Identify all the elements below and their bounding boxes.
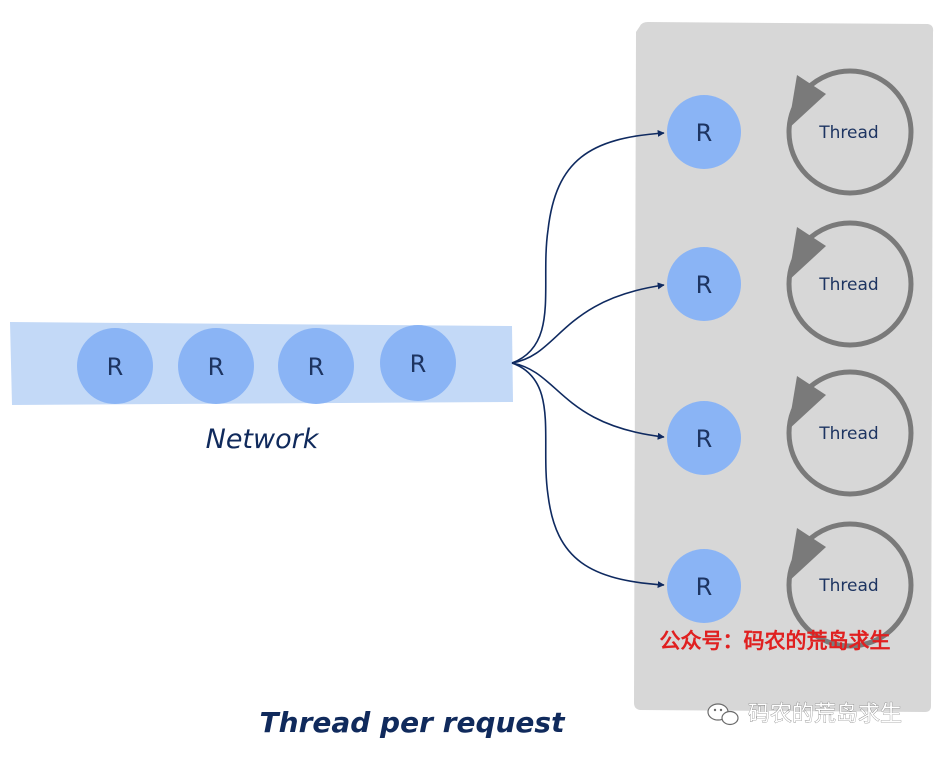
network-request-label: R xyxy=(107,353,124,381)
dispatch-arrow xyxy=(511,362,665,589)
handler-row: R Thread xyxy=(667,369,914,497)
thread-cycle-icon xyxy=(786,369,914,497)
dispatch-arrow xyxy=(511,129,665,364)
handler-row: R Thread xyxy=(667,68,914,196)
thread-cycle-icon xyxy=(786,521,914,649)
wechat-account-overlay: 公众号：码农的荒岛求生 xyxy=(660,629,891,653)
handler-request-node xyxy=(667,95,741,169)
network-request-node: R xyxy=(380,325,456,401)
dispatch-arrows xyxy=(511,129,665,589)
network-request-node: R xyxy=(278,328,354,404)
handler-row: R Thread xyxy=(667,521,914,649)
thread-label: Thread xyxy=(818,424,878,444)
handler-request-label: R xyxy=(696,573,713,601)
thread-label: Thread xyxy=(818,576,878,596)
handler-request-label: R xyxy=(696,119,713,147)
thread-cycle-icon xyxy=(786,220,914,348)
network-label: Network xyxy=(206,424,320,455)
handler-request-node xyxy=(667,549,741,623)
handler-row: R Thread xyxy=(667,220,914,348)
network-request-label: R xyxy=(208,353,225,381)
watermark-text: 码农的荒岛求生 xyxy=(748,702,902,727)
handler-request-label: R xyxy=(696,271,713,299)
thread-label: Thread xyxy=(818,275,878,295)
thread-cycle-icon xyxy=(786,68,914,196)
wechat-logo-icon xyxy=(707,703,739,726)
diagram-caption: Thread per request xyxy=(260,706,567,739)
handler-request-node xyxy=(667,401,741,475)
thread-cycle-arrowhead xyxy=(788,528,826,582)
network-request-node: R xyxy=(77,328,153,404)
handler-request-label: R xyxy=(696,425,713,453)
thread-cycle-arrowhead xyxy=(788,75,826,129)
thread-cycle-arrowhead xyxy=(788,376,826,430)
network-request-label: R xyxy=(410,350,427,378)
thread-label: Thread xyxy=(818,123,878,143)
network-request-label: R xyxy=(308,353,325,381)
dispatch-arrow xyxy=(511,282,665,364)
handler-request-node xyxy=(667,247,741,321)
dispatch-arrow xyxy=(511,362,665,440)
thread-cycle-arrowhead xyxy=(788,227,826,281)
network-queue: R R R R xyxy=(77,325,456,404)
network-request-node: R xyxy=(178,328,254,404)
